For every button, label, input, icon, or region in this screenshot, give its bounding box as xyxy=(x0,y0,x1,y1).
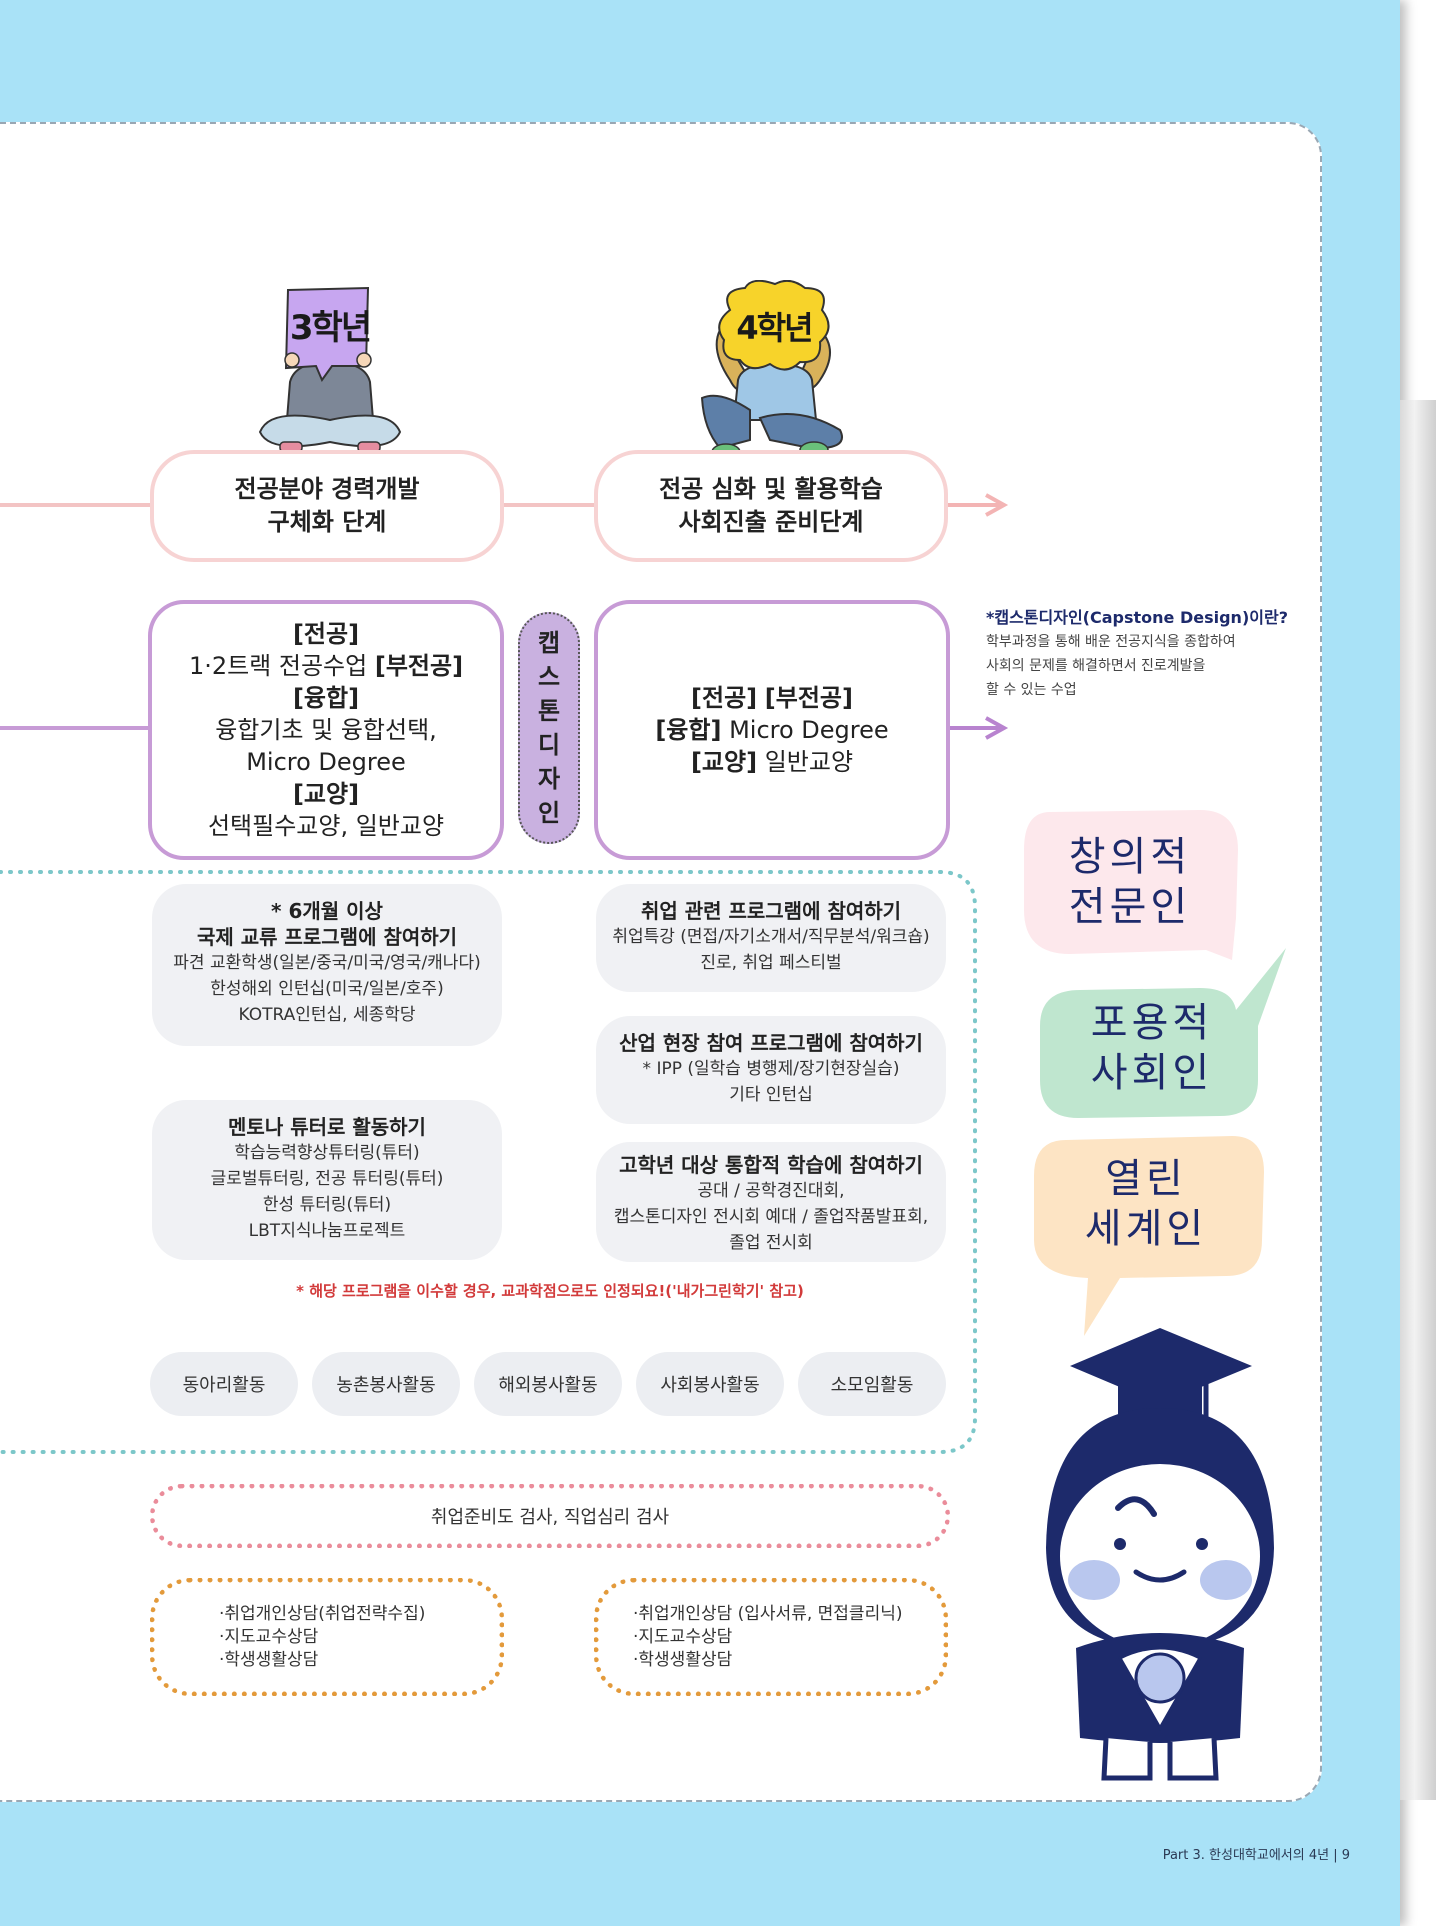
curriculum-year3: [전공] 1·2트랙 전공수업 [부전공] [융합] 융합기초 및 융합선택, … xyxy=(148,600,504,860)
capstone-note-line3: 할 수 있는 수업 xyxy=(986,682,1077,698)
program-line: LBT지식나눔프로젝트 xyxy=(248,1221,406,1241)
career-tests: 취업준비도 검사, 직업심리 검사 xyxy=(150,1484,950,1548)
bubble-line: 세계인 xyxy=(1084,1206,1208,1252)
program-line: 공대 / 공학경진대회, xyxy=(697,1181,845,1201)
student-year4-illustration xyxy=(700,280,843,461)
counsel-item: ·취업개인상담(취업전략수집) xyxy=(219,1604,426,1624)
program-line: 학습능력향상튜터링(튜터) xyxy=(234,1143,420,1163)
program-title: 고학년 대상 통합적 학습에 참여하기 xyxy=(619,1153,923,1177)
program-line: 파견 교환학생(일본/중국/미국/영국/캐나다) xyxy=(173,953,481,973)
program-line: 취업특강 (면접/자기소개서/직무분석/워크숍) xyxy=(612,927,930,947)
capstone-char: 스 xyxy=(537,663,561,691)
program-title: * 6개월 이상 xyxy=(271,899,383,923)
graduate-mascot-illustration xyxy=(1046,1328,1274,1781)
program-line: * IPP (일학습 병행제/장기현장실습) xyxy=(642,1059,900,1079)
fusion-tag: [융합] xyxy=(655,716,722,744)
stage-year4: 전공 심화 및 활용학습 사회진출 준비단계 xyxy=(594,450,948,562)
bubble-line: 전문인 xyxy=(1068,884,1192,930)
counsel-item: ·지도교수상담 xyxy=(219,1627,319,1647)
capstone-char: 인 xyxy=(537,799,561,827)
bubble-global xyxy=(1034,1136,1264,1336)
fusion-text2: Micro Degree xyxy=(246,748,406,776)
program-international: * 6개월 이상 국제 교류 프로그램에 참여하기 파견 교환학생(일본/중국/… xyxy=(152,884,502,1046)
program-title: 산업 현장 참여 프로그램에 참여하기 xyxy=(619,1031,923,1055)
stage-year3-line2: 구체화 단계 xyxy=(267,508,387,536)
bubble-creative xyxy=(1024,810,1238,960)
page-footer: Part 3. 한성대학교에서의 4년 | 9 xyxy=(1162,1848,1350,1863)
bubble-global-text: 열린 세계인 xyxy=(1036,1154,1256,1254)
counsel-item: ·학생생활상담 xyxy=(219,1650,319,1670)
capstone-char: 디 xyxy=(537,731,561,759)
capstone-note-line2: 사회의 문제를 해결하면서 진로계발을 xyxy=(986,658,1206,674)
student-year3-illustration xyxy=(258,286,402,453)
program-title: 멘토나 튜터로 활동하기 xyxy=(228,1115,426,1139)
pink-arrow-icon xyxy=(985,493,1009,517)
stage-year4-line2: 사회진출 준비단계 xyxy=(678,508,864,536)
counsel-year3: ·취업개인상담(취업전략수집) ·지도교수상담 ·학생생활상담 xyxy=(150,1578,504,1696)
stage-year3-line1: 전공분야 경력개발 xyxy=(234,475,420,503)
liberal-text: 선택필수교양, 일반교양 xyxy=(207,812,445,840)
program-line: KOTRA인턴십, 세종학당 xyxy=(238,1005,416,1025)
purple-arrow-icon xyxy=(985,716,1009,740)
credit-note: * 해당 프로그램을 이수할 경우, 교과학점으로도 인정되요!('내가그린학기… xyxy=(296,1282,804,1300)
activity-farm-volunteer: 농촌봉사활동 xyxy=(312,1352,460,1416)
program-title: 국제 교류 프로그램에 참여하기 xyxy=(196,925,458,949)
counsel-item: ·취업개인상담 (입사서류, 면접클리닉) xyxy=(633,1604,903,1624)
bubble-line: 사회인 xyxy=(1090,1050,1214,1096)
stage-year4-line1: 전공 심화 및 활용학습 xyxy=(659,475,883,503)
major-text: 1·2트랙 전공수업 xyxy=(188,652,368,680)
counsel-year4: ·취업개인상담 (입사서류, 면접클리닉) ·지도교수상담 ·학생생활상담 xyxy=(594,1578,948,1696)
bubble-inclusive-text: 포용적 사회인 xyxy=(1042,998,1262,1098)
activity-club: 동아리활동 xyxy=(150,1352,298,1416)
speech-bubbles xyxy=(1024,810,1286,1336)
program-line: 졸업 전시회 xyxy=(729,1233,813,1253)
liberal-tag: [교양] xyxy=(690,748,758,776)
activity-social-volunteer: 사회봉사활동 xyxy=(636,1352,784,1416)
bubble-creative-text: 창의적 전문인 xyxy=(1030,832,1230,932)
major-tag: [전공] xyxy=(292,620,360,648)
program-senior: 고학년 대상 통합적 학습에 참여하기 공대 / 공학경진대회, 캡스톤디자인 … xyxy=(596,1142,946,1262)
program-line: 진로, 취업 페스티벌 xyxy=(700,953,842,973)
program-job: 취업 관련 프로그램에 참여하기 취업특강 (면접/자기소개서/직무분석/워크숍… xyxy=(596,884,946,992)
capstone-char: 자 xyxy=(537,765,561,793)
fusion-text: Micro Degree xyxy=(729,716,889,744)
program-title: 취업 관련 프로그램에 참여하기 xyxy=(640,899,902,923)
capstone-note: *캡스톤디자인(Capstone Design)이란? 학부과정을 통해 배운 … xyxy=(986,606,1316,702)
major-tag: [전공] xyxy=(691,684,758,712)
minor-tag: [부전공] xyxy=(374,652,464,680)
liberal-text: 일반교양 xyxy=(764,748,854,776)
capstone-note-title: *캡스톤디자인(Capstone Design)이란? xyxy=(986,608,1288,627)
minor-tag: [부전공] xyxy=(764,684,853,712)
program-industry: 산업 현장 참여 프로그램에 참여하기 * IPP (일학습 병행제/장기현장실… xyxy=(596,1016,946,1124)
activity-overseas-volunteer: 해외봉사활동 xyxy=(474,1352,622,1416)
bubble-line: 포용적 xyxy=(1090,1000,1214,1046)
program-line: 캡스톤디자인 전시회 예대 / 졸업작품발표회, xyxy=(613,1207,929,1227)
counsel-item: ·지도교수상담 xyxy=(633,1627,733,1647)
counsel-item: ·학생생활상담 xyxy=(633,1650,733,1670)
bubble-inclusive xyxy=(1040,948,1286,1118)
capstone-note-line1: 학부과정을 통해 배운 전공지식을 종합하여 xyxy=(986,634,1236,650)
program-mentor: 멘토나 튜터로 활동하기 학습능력향상튜터링(튜터) 글로벌튜터링, 전공 튜터… xyxy=(152,1100,502,1260)
program-line: 글로벌튜터링, 전공 튜터링(튜터) xyxy=(210,1169,444,1189)
capstone-char: 캡 xyxy=(537,629,561,657)
bubble-line: 창의적 xyxy=(1068,834,1192,880)
capstone-vertical-label: 캡 스 톤 디 자 인 xyxy=(518,612,580,844)
activity-small-group: 소모임활동 xyxy=(798,1352,946,1416)
liberal-tag: [교양] xyxy=(292,780,360,808)
stage-year3: 전공분야 경력개발 구체화 단계 xyxy=(150,450,504,562)
program-line: 한성 튜터링(튜터) xyxy=(262,1195,392,1215)
year4-badge: 4학년 xyxy=(736,309,813,347)
program-line: 한성해외 인턴십(미국/일본/호주) xyxy=(210,979,444,999)
bubble-line: 열린 xyxy=(1105,1156,1187,1202)
program-line: 기타 인턴십 xyxy=(729,1085,813,1105)
capstone-char: 톤 xyxy=(537,697,561,725)
year3-badge: 3학년 xyxy=(289,308,372,348)
programs-frame xyxy=(0,870,977,1454)
page-edge xyxy=(1400,400,1436,1800)
curriculum-year4: [전공] [부전공] [융합] Micro Degree [교양] 일반교양 xyxy=(594,600,950,860)
fusion-text1: 융합기초 및 융합선택, xyxy=(215,716,437,744)
fusion-tag: [융합] xyxy=(292,684,360,712)
